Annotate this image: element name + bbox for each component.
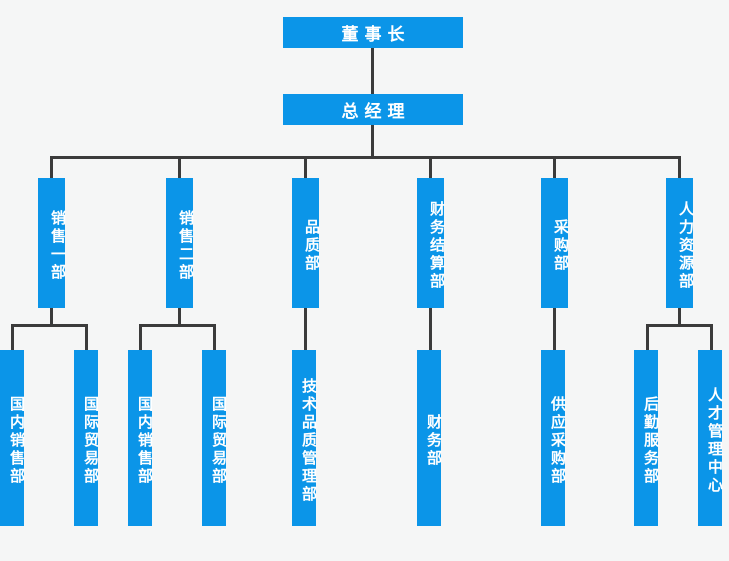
node-chairman[interactable]: 董事长 [283, 17, 463, 48]
connector-drop-finance-settlement-dept [429, 156, 432, 178]
node-sales-dept-1[interactable]: 销售一部 [38, 178, 67, 308]
connector-drop-quality-dept [304, 156, 307, 178]
connector-human-resources-dept-bus [647, 324, 713, 327]
connector-sales-dept-2-drop [178, 308, 181, 326]
connector-human-resources-dept-drop [678, 308, 681, 326]
connector-sales-dept-1-drop [50, 308, 53, 326]
connector-drop-procurement-dept [553, 156, 556, 178]
connector-finance-settlement-dept-to-finance-dept [429, 308, 432, 350]
connector-departments-bus [51, 156, 680, 159]
node-logistics-service-dept[interactable]: 后勤服务部 [634, 350, 660, 526]
connector-drop-international-trade-dept-2 [213, 324, 216, 350]
connector-chairman-to-general-manager [371, 48, 374, 94]
node-finance-dept[interactable]: 财务部 [417, 350, 443, 526]
node-domestic-sales-dept-1[interactable]: 国内销售部 [0, 350, 26, 526]
connector-drop-domestic-sales-dept-1 [11, 324, 14, 350]
connector-drop-international-trade-dept-1 [85, 324, 88, 350]
connector-drop-talent-management-center [710, 324, 713, 350]
connector-quality-dept-to-technical-quality-management-dept [304, 308, 307, 350]
node-quality-dept[interactable]: 品质部 [292, 178, 321, 308]
node-international-trade-dept-1[interactable]: 国际贸易部 [74, 350, 100, 526]
connector-drop-human-resources-dept [678, 156, 681, 178]
connector-procurement-dept-to-supply-procurement-dept [553, 308, 556, 350]
node-sales-dept-2[interactable]: 销售二部 [166, 178, 195, 308]
node-international-trade-dept-2[interactable]: 国际贸易部 [202, 350, 228, 526]
connector-drop-sales-dept-1 [50, 156, 53, 178]
node-talent-management-center[interactable]: 人才管理中心 [698, 350, 724, 526]
connector-sales-dept-1-bus [12, 324, 88, 327]
connector-sales-dept-2-bus [140, 324, 216, 327]
node-technical-quality-management-dept[interactable]: 技术品质管理部 [292, 350, 318, 526]
node-human-resources-dept[interactable]: 人力资源部 [666, 178, 695, 308]
connector-drop-domestic-sales-dept-2 [139, 324, 142, 350]
node-general-manager[interactable]: 总经理 [283, 94, 463, 125]
node-procurement-dept[interactable]: 采购部 [541, 178, 570, 308]
connector-general-manager-drop [371, 125, 374, 158]
node-finance-settlement-dept[interactable]: 财务结算部 [417, 178, 446, 308]
node-supply-procurement-dept[interactable]: 供应采购部 [541, 350, 567, 526]
node-domestic-sales-dept-2[interactable]: 国内销售部 [128, 350, 154, 526]
connector-drop-sales-dept-2 [178, 156, 181, 178]
connector-drop-logistics-service-dept [646, 324, 649, 350]
